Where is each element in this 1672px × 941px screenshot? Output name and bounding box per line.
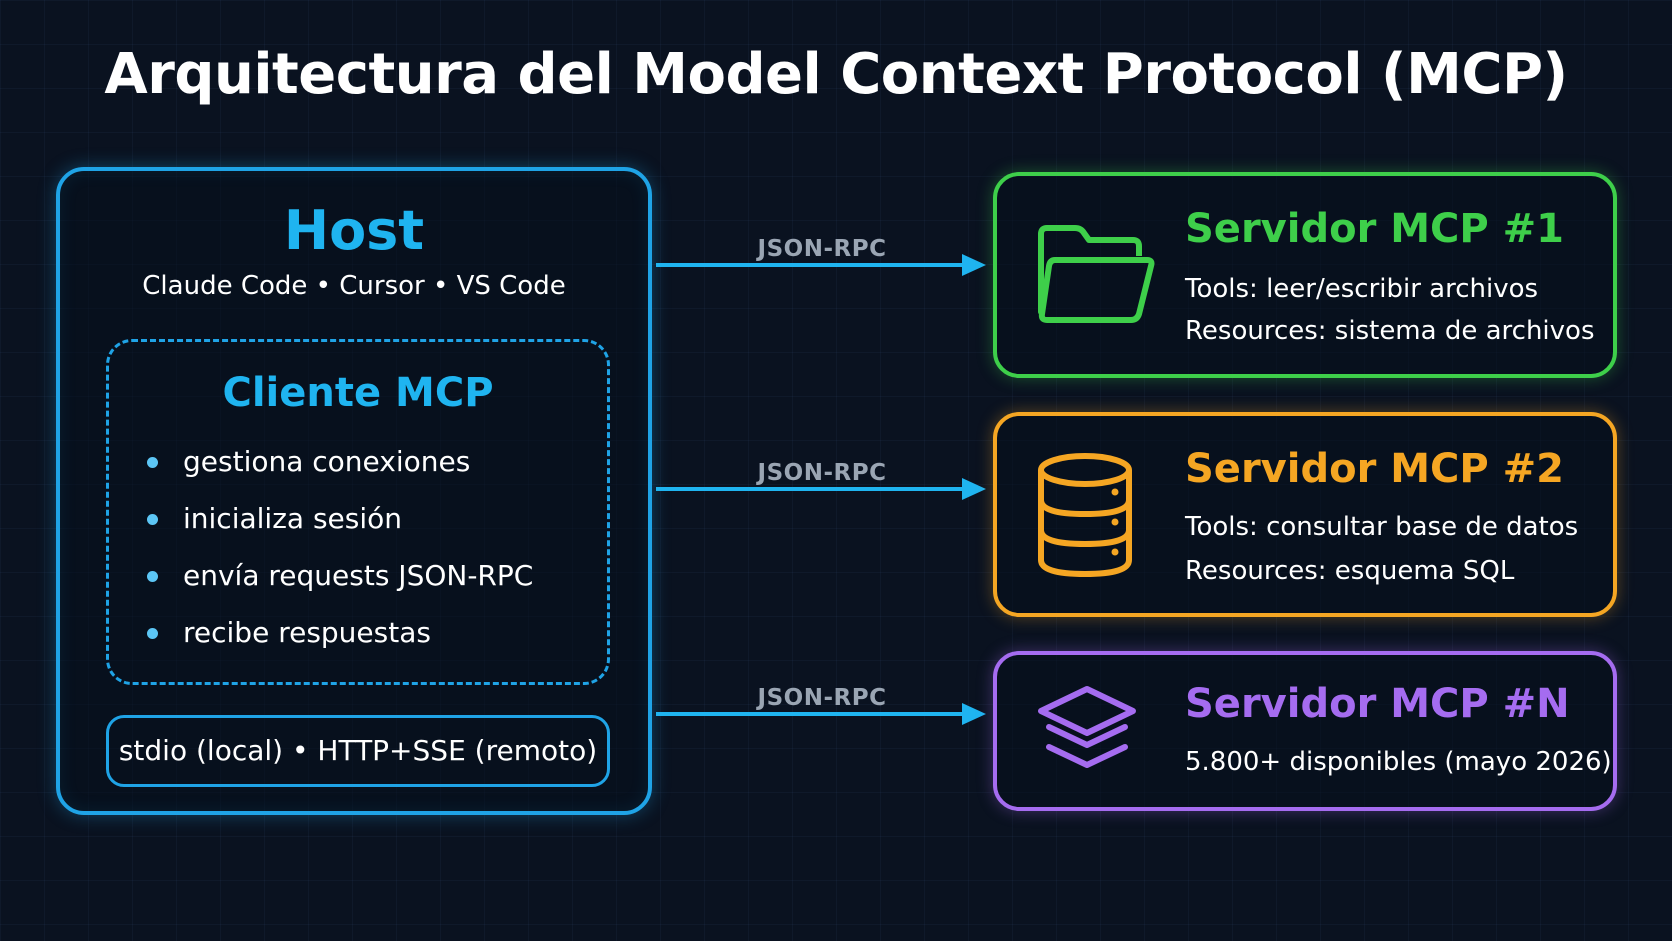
- list-item: gestiona conexiones: [147, 442, 533, 499]
- list-item: envía requests JSON-RPC: [147, 556, 533, 613]
- diagram-title: Arquitectura del Model Context Protocol …: [104, 42, 1568, 107]
- server-box-n: Servidor MCP #N 5.800+ disponibles (mayo…: [993, 651, 1617, 811]
- server-detail: 5.800+ disponibles (mayo 2026): [1185, 747, 1612, 777]
- layers-icon: [1038, 686, 1136, 768]
- server-title: Servidor MCP #N: [1185, 681, 1570, 727]
- list-item: recibe respuestas: [147, 613, 533, 670]
- server-box-2: Servidor MCP #2 Tools: consultar base de…: [993, 412, 1617, 617]
- connector-label: JSON-RPC: [757, 236, 887, 262]
- arrow-right-icon: [656, 254, 986, 276]
- server-box-1: Servidor MCP #1 Tools: leer/escribir arc…: [993, 172, 1617, 378]
- transport-box: stdio (local) • HTTP+SSE (remoto): [106, 715, 610, 787]
- server-detail: Tools: leer/escribir archivos: [1185, 274, 1539, 304]
- client-title: Cliente MCP: [222, 370, 494, 416]
- host-box: Host Claude Code • Cursor • VS Code Clie…: [56, 167, 652, 815]
- arrow-right-icon: [656, 478, 986, 500]
- connector-label: JSON-RPC: [757, 460, 887, 486]
- host-subtitle: Claude Code • Cursor • VS Code: [142, 271, 566, 301]
- server-detail: Resources: esquema SQL: [1185, 556, 1515, 586]
- server-title: Servidor MCP #2: [1185, 446, 1564, 492]
- server-detail: Resources: sistema de archivos: [1185, 316, 1595, 346]
- connector-label: JSON-RPC: [757, 685, 887, 711]
- connector-2: JSON-RPC: [656, 460, 988, 510]
- client-box: Cliente MCP gestiona conexiones iniciali…: [106, 339, 610, 685]
- client-list: gestiona conexiones inicializa sesión en…: [147, 442, 533, 670]
- folder-icon: [1038, 225, 1155, 323]
- arrow-right-icon: [656, 703, 986, 725]
- host-title: Host: [283, 199, 425, 262]
- database-icon: [1038, 453, 1132, 578]
- server-title: Servidor MCP #1: [1185, 206, 1564, 252]
- list-item: inicializa sesión: [147, 499, 533, 556]
- server-detail: Tools: consultar base de datos: [1185, 512, 1579, 542]
- connector-1: JSON-RPC: [656, 236, 988, 286]
- connector-3: JSON-RPC: [656, 685, 988, 735]
